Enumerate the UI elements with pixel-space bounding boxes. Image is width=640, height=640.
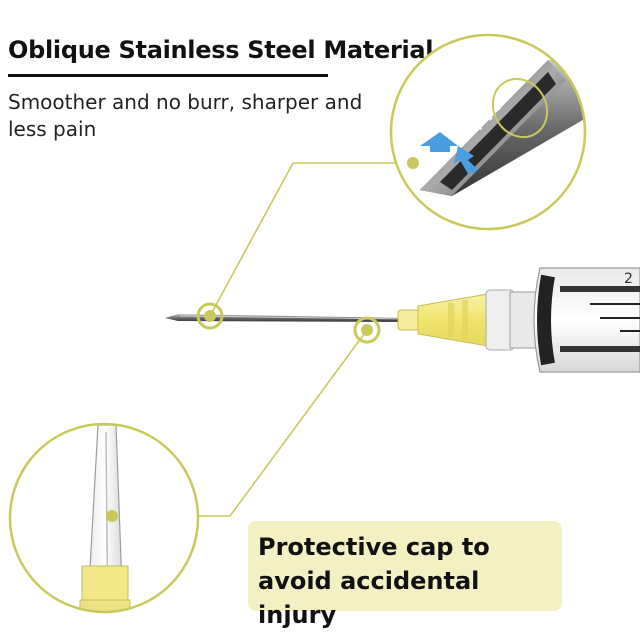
feature-title: Oblique Stainless Steel Material: [8, 36, 434, 64]
callout-box: Protective cap to avoid accidental injur…: [248, 521, 562, 629]
title-underline: [8, 74, 328, 77]
callout-text: Protective cap to avoid accidental injur…: [258, 533, 490, 629]
highlight-markers: [196, 302, 381, 344]
svg-text:2: 2: [624, 271, 633, 287]
needle-tip-magnifier: [389, 33, 587, 231]
flow-arrow-icon: [420, 132, 478, 174]
needle-hub: [397, 289, 515, 351]
syringe-barrel: 2: [509, 267, 640, 373]
feature-subtitle: Smoother and no burr, sharper and less p…: [8, 90, 363, 141]
protective-cap-magnifier: [8, 422, 200, 614]
